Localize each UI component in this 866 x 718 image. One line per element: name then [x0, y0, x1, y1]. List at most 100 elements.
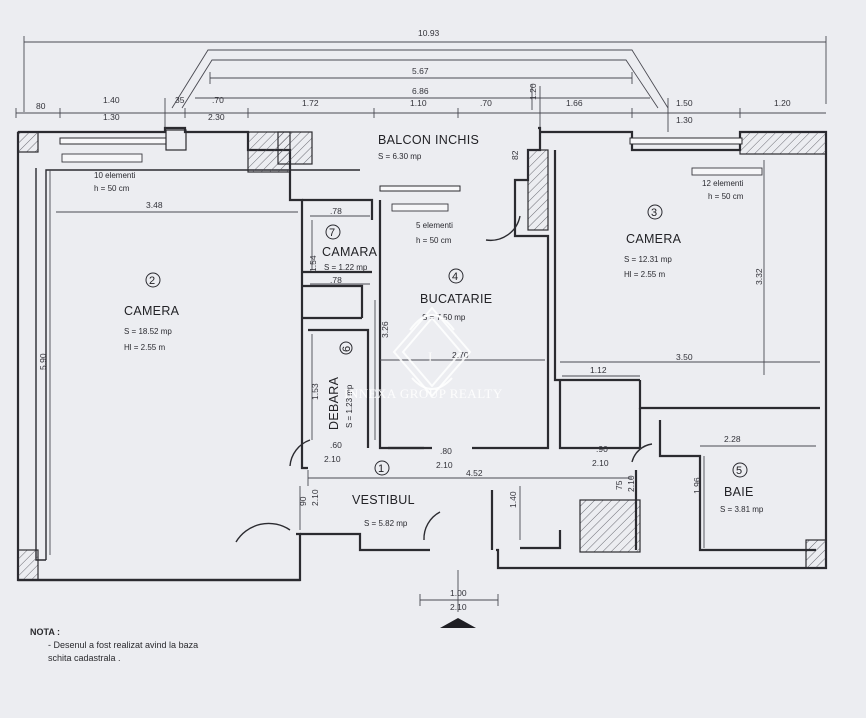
- dim-label: .80: [440, 446, 452, 456]
- radiator-height: h = 50 cm: [708, 192, 744, 201]
- dim-label: 4.52: [466, 468, 483, 478]
- room-area: S = 1.23 mp: [345, 384, 354, 428]
- note-title: NOTA :: [30, 627, 60, 637]
- windows: [59, 129, 743, 192]
- radiator-camera-2: [61, 153, 143, 163]
- watermark-logo: I INNEXA GROUP REALTY: [344, 306, 503, 401]
- walls: [16, 126, 828, 582]
- dim-label: 1.66: [566, 98, 583, 108]
- dim-label: 1.54: [308, 255, 318, 272]
- dim-label: 1.30: [103, 112, 120, 122]
- dim-label: 1.30: [676, 115, 693, 125]
- dim-label: 1.96: [692, 477, 702, 494]
- radiator-label: 5 elementi: [416, 221, 453, 230]
- dim-label: 80: [36, 101, 46, 111]
- room-number: 6: [341, 346, 353, 352]
- note-block: NOTA : - Desenul a fost realizat avind l…: [30, 626, 198, 665]
- room-area: S = 3.81 mp: [720, 505, 764, 514]
- dim-label: .60: [330, 440, 342, 450]
- room-height: Hl = 2.55 m: [124, 343, 165, 352]
- watermark-brand: INNEXA GROUP REALTY: [344, 386, 503, 401]
- room-name: BALCON INCHIS: [378, 133, 479, 147]
- room-balcon: BALCON INCHIS S = 6.30 mp: [378, 133, 479, 161]
- dim-label: 1.50: [676, 98, 693, 108]
- room-bucatarie: 4 BUCATARIE S = 7.50 mp 5 elementi h = 5…: [416, 221, 492, 322]
- radiator-height: h = 50 cm: [94, 184, 130, 193]
- dim-label: 1.40: [508, 491, 518, 508]
- dim-label: .90: [596, 444, 608, 454]
- note-line-1: - Desenul a fost realizat avind la baza: [48, 640, 199, 651]
- dim-label: 1.12: [590, 365, 607, 375]
- room-area: S = 12.31 mp: [624, 255, 672, 264]
- dim-label: 3.48: [146, 200, 163, 210]
- radiator-height: h = 50 cm: [416, 236, 452, 245]
- room-name: CAMERA: [124, 304, 180, 318]
- room-number: 3: [651, 207, 657, 219]
- dim-label: .70: [480, 98, 492, 108]
- dim-label: 3.50: [676, 352, 693, 362]
- radiator-label: 12 elementi: [702, 179, 744, 188]
- room-number: 1: [378, 463, 384, 475]
- room-area: S = 7.50 mp: [422, 313, 466, 322]
- dim-label: 2.10: [324, 454, 341, 464]
- room-area: S = 6.30 mp: [378, 152, 422, 161]
- inner-dimensions: [49, 160, 820, 612]
- dim-label: 2.70: [452, 350, 469, 360]
- room-name: VESTIBUL: [352, 493, 415, 507]
- entry-arrow-icon: [440, 618, 476, 628]
- room-area: S = 1.22 mp: [324, 263, 368, 272]
- room-number: 4: [452, 271, 458, 283]
- inner-dimension-labels: 3.48 5.90 .78 1.54 .78 3.26 2.70 1.53 .6…: [38, 200, 764, 612]
- dim-label: 1.53: [310, 383, 320, 400]
- room-baie: 5 BAIE S = 3.81 mp: [720, 462, 764, 514]
- radiator-label: 10 elementi: [94, 171, 136, 180]
- dim-label: 3.32: [754, 268, 764, 285]
- room-area: S = 18.52 mp: [124, 327, 172, 336]
- dim-label: 90: [298, 496, 308, 506]
- dim-label: 1.20: [774, 98, 791, 108]
- room-name: BUCATARIE: [420, 292, 492, 306]
- room-number: 7: [329, 227, 335, 239]
- dimension-lines: [15, 36, 827, 132]
- dim-label: 5.90: [38, 353, 48, 370]
- dim-balcony-inner: 5.67: [412, 66, 429, 76]
- dim-label: 2.10: [310, 489, 320, 506]
- room-name: DEBARA: [327, 376, 341, 430]
- watermark-letter: I: [428, 349, 433, 364]
- dim-label: 2.10: [626, 475, 636, 492]
- room-area: S = 5.82 mp: [364, 519, 408, 528]
- dim-label: 2.10: [436, 460, 453, 470]
- dim-label: 1.20: [528, 83, 538, 100]
- room-camera-2: 2 CAMERA S = 18.52 mp Hl = 2.55 m 10 ele…: [94, 171, 180, 352]
- room-camara: 7 CAMARA S = 1.22 mp: [322, 224, 378, 272]
- dim-label: 1.00: [450, 588, 467, 598]
- dim-label: .70: [212, 95, 224, 105]
- dim-label: 2.28: [724, 434, 741, 444]
- room-camera-3: 3 CAMERA S = 12.31 mp Hl = 2.55 m 12 ele…: [624, 179, 744, 279]
- room-number: 5: [736, 465, 742, 477]
- dim-label: 75: [614, 480, 624, 490]
- dim-label: 1.40: [103, 95, 120, 105]
- dim-label: 35: [175, 95, 185, 105]
- room-debara: 6 DEBARA S = 1.23 mp: [327, 341, 354, 430]
- dim-total-width: 10.93: [418, 28, 440, 38]
- note-line-2: schita cadastrala .: [48, 653, 121, 664]
- dim-label: 1.72: [302, 98, 319, 108]
- radiator-bucatarie: [391, 203, 449, 212]
- dim-label: .78: [330, 206, 342, 216]
- room-name: CAMARA: [322, 245, 378, 259]
- room-name: CAMERA: [626, 232, 682, 246]
- room-height: Hl = 2.55 m: [624, 270, 665, 279]
- dim-label: 1.10: [410, 98, 427, 108]
- room-number: 2: [149, 275, 155, 287]
- room-vestibul: 1 VESTIBUL S = 5.82 mp: [352, 460, 415, 528]
- dim-balcony-outer: 6.86: [412, 86, 429, 96]
- dim-label: 3.26: [380, 321, 390, 338]
- doors: [235, 215, 653, 543]
- dimension-labels: 10.93 5.67 6.86 80 1.40 1.30 35 .70 2.30…: [36, 28, 791, 160]
- room-name: BAIE: [724, 485, 754, 499]
- dim-label: 2.10: [450, 602, 467, 612]
- dim-label: .78: [330, 275, 342, 285]
- dim-label: 82: [510, 150, 520, 160]
